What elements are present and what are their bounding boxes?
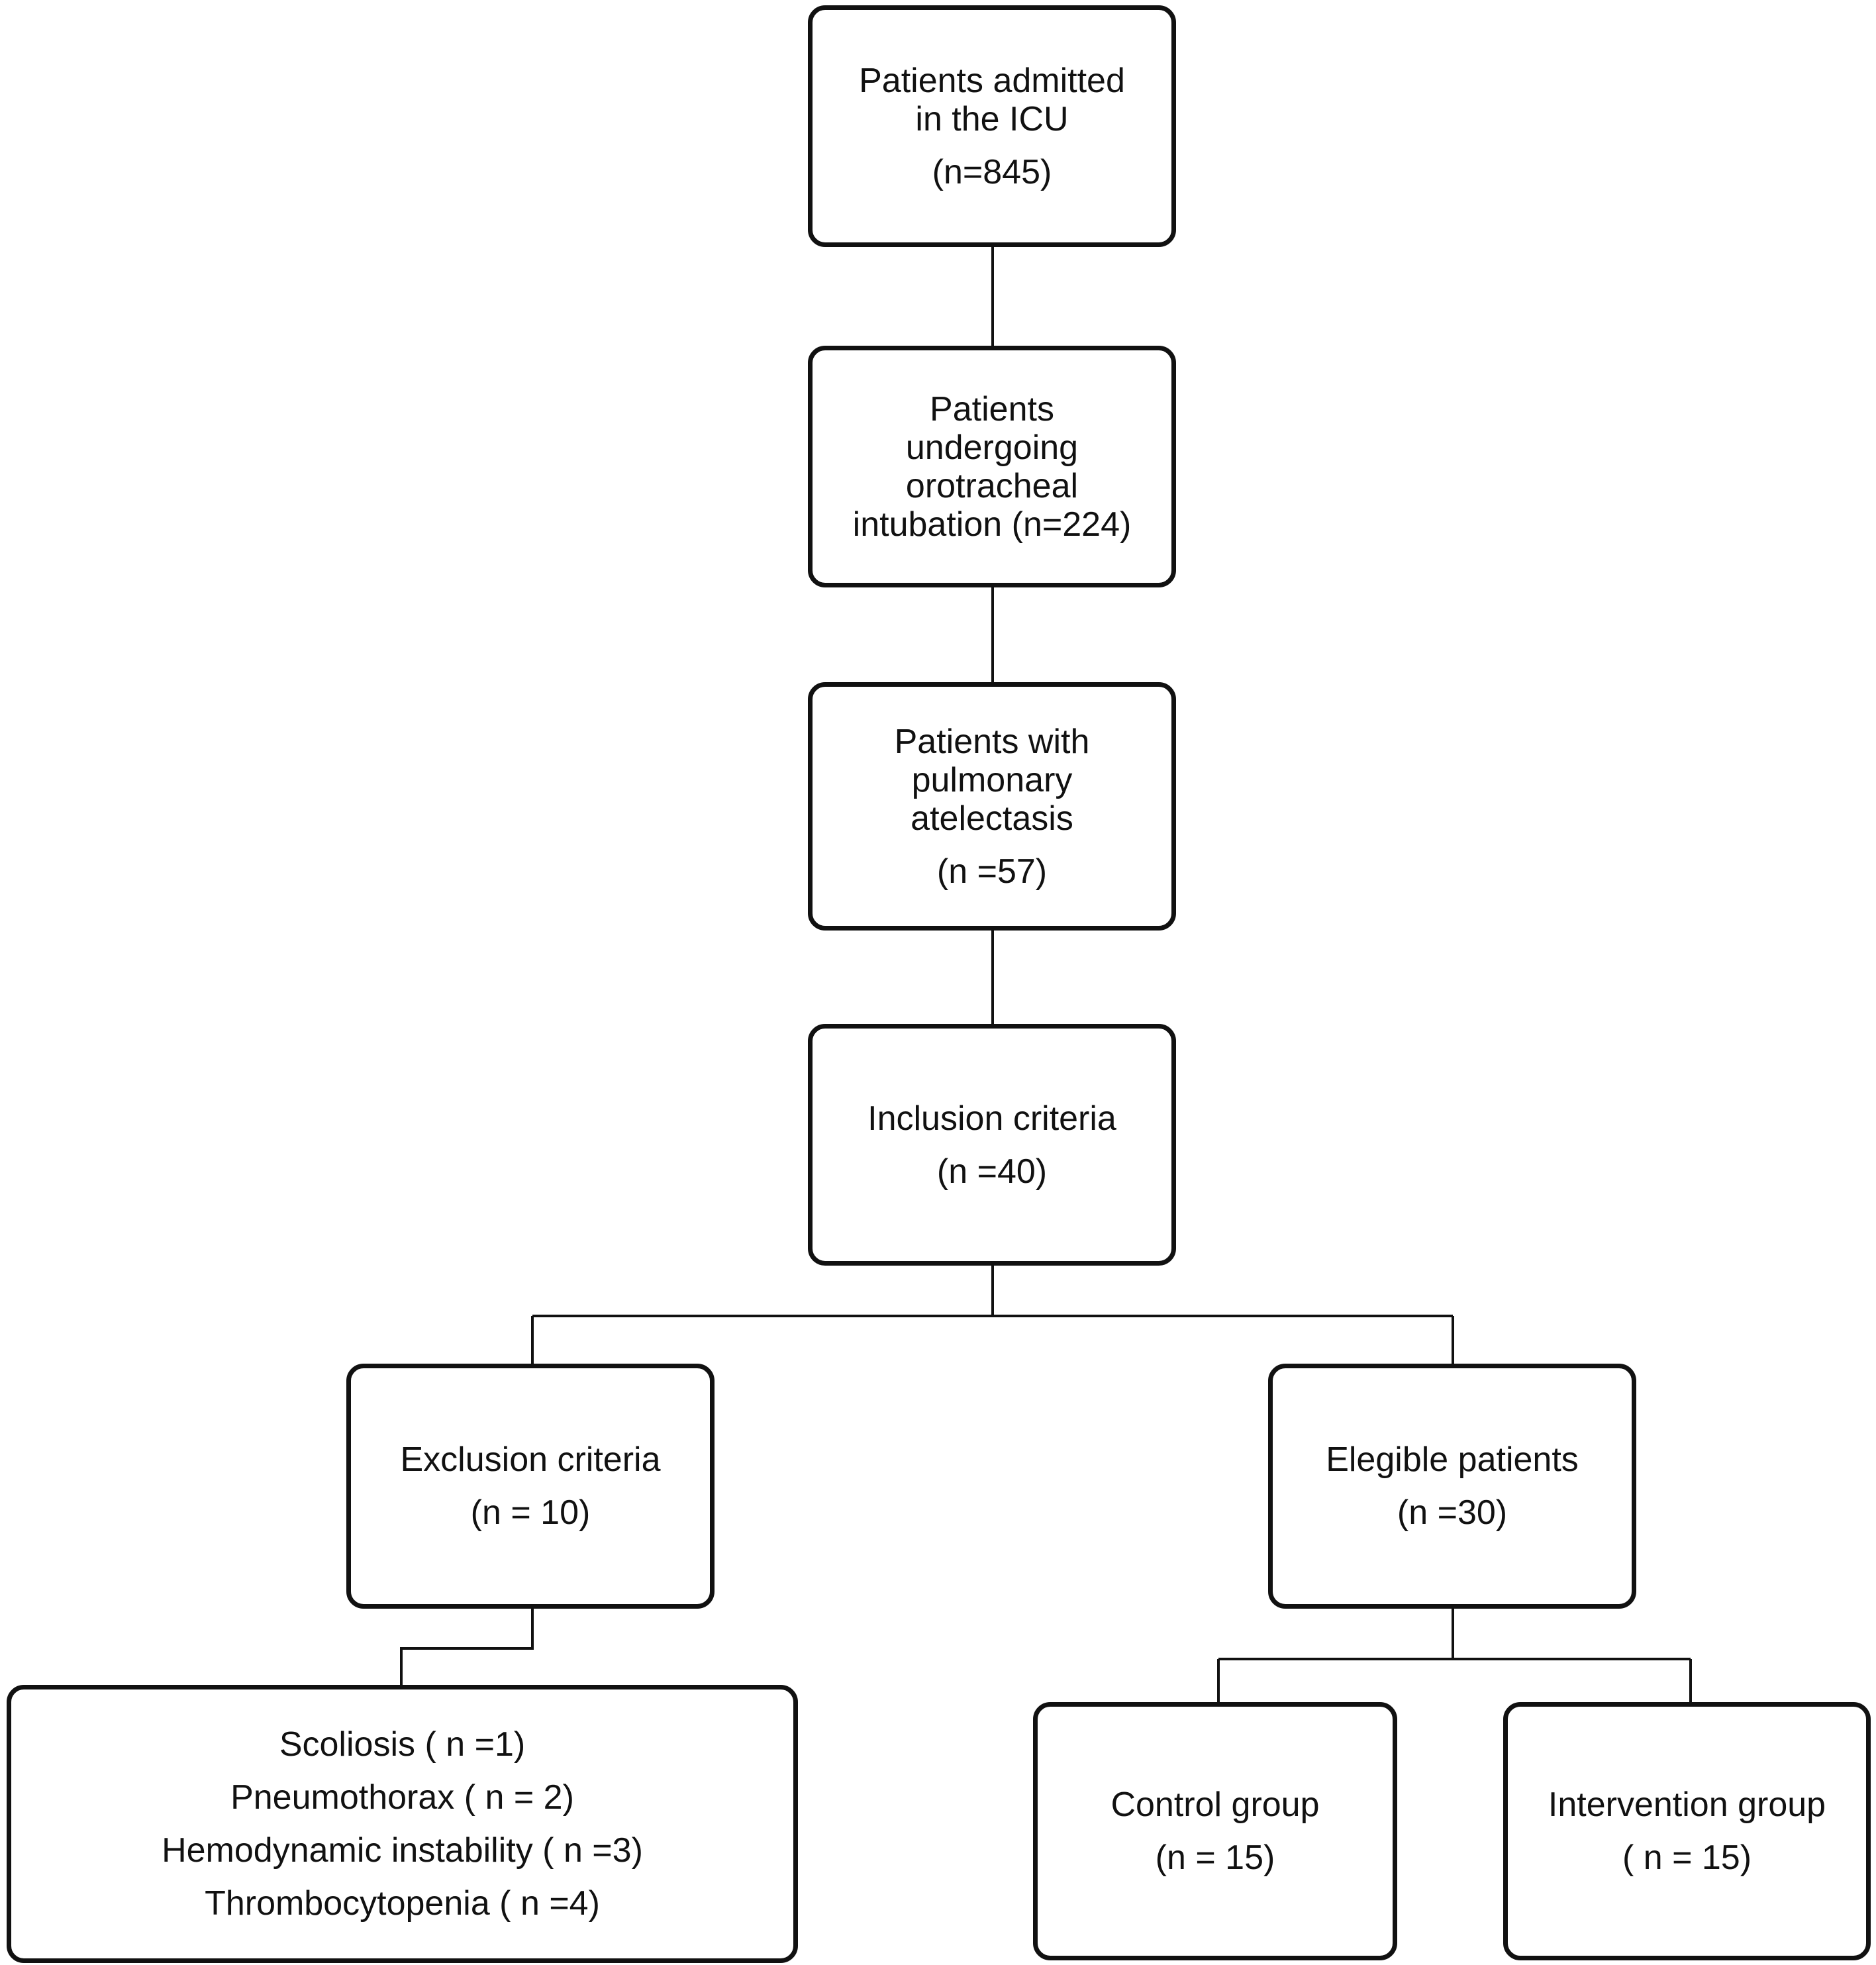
inclusion-count: (n =40) bbox=[936, 1152, 1048, 1191]
eligible-count: (n =30) bbox=[1397, 1493, 1508, 1532]
control-title: Control group bbox=[1111, 1786, 1320, 1824]
atelectasis-count: (n =57) bbox=[936, 852, 1048, 891]
admitted-line-1: Patients admitted bbox=[859, 61, 1125, 100]
atelectasis-line-1: Patients with bbox=[894, 722, 1090, 761]
eligible-title: Elegible patients bbox=[1326, 1440, 1579, 1479]
exclusion-title: Exclusion criteria bbox=[400, 1440, 661, 1479]
exclusion-reasons-box: Scoliosis ( n =1) Pneumothorax ( n = 2) … bbox=[7, 1685, 798, 1963]
control-count: (n = 15) bbox=[1155, 1839, 1275, 1877]
intervention-group-box: Intervention group ( n = 15) bbox=[1503, 1702, 1871, 1960]
intubation-box: Patients undergoing orotracheal intubati… bbox=[808, 346, 1176, 587]
patients-admitted-box: Patients admitted in the ICU (n=845) bbox=[808, 5, 1176, 247]
inclusion-title: Inclusion criteria bbox=[867, 1099, 1116, 1138]
reason-pneumothorax: Pneumothorax ( n = 2) bbox=[230, 1778, 574, 1817]
reason-hemodynamic-instability: Hemodynamic instability ( n =3) bbox=[162, 1831, 643, 1870]
eligible-patients-box: Elegible patients (n =30) bbox=[1268, 1364, 1636, 1609]
atelectasis-line-3: atelectasis bbox=[911, 799, 1073, 838]
admitted-count: (n=845) bbox=[932, 152, 1052, 191]
reason-scoliosis: Scoliosis ( n =1) bbox=[279, 1725, 526, 1764]
exclusion-count: (n = 10) bbox=[470, 1493, 591, 1532]
admitted-line-2: in the ICU bbox=[915, 99, 1069, 138]
intubation-line-2: undergoing bbox=[905, 428, 1079, 467]
connector-exclusion-reasons bbox=[400, 1609, 534, 1685]
reason-thrombocytopenia: Thrombocytopenia ( n =4) bbox=[205, 1884, 600, 1923]
intubation-line-3: orotracheal bbox=[905, 466, 1079, 505]
inclusion-criteria-box: Inclusion criteria (n =40) bbox=[808, 1024, 1176, 1266]
atelectasis-box: Patients with pulmonary atelectasis (n =… bbox=[808, 682, 1176, 931]
intervention-count: ( n = 15) bbox=[1622, 1839, 1752, 1877]
exclusion-criteria-box: Exclusion criteria (n = 10) bbox=[346, 1364, 715, 1609]
intubation-line-4: intubation (n=224) bbox=[852, 505, 1132, 544]
intervention-title: Intervention group bbox=[1548, 1786, 1826, 1824]
intubation-line-1: Patients bbox=[930, 389, 1054, 428]
control-group-box: Control group (n = 15) bbox=[1033, 1702, 1397, 1960]
atelectasis-line-2: pulmonary bbox=[911, 760, 1073, 799]
